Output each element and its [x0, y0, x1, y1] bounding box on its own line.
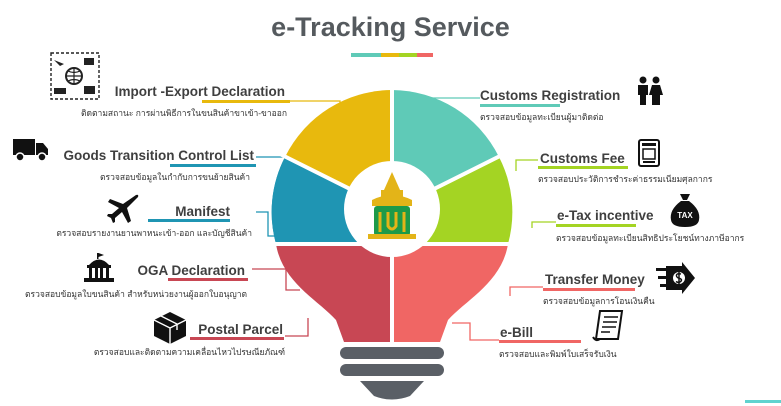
customs-fee-label[interactable]: Customs Fee — [540, 151, 625, 166]
svg-text:TAX: TAX — [677, 211, 693, 220]
page-title: e-Tracking Service — [271, 12, 510, 42]
people-icon — [638, 76, 663, 105]
goods-transition-label[interactable]: Goods Transition Control List — [63, 148, 255, 163]
bulb-base-ring-1 — [340, 347, 444, 359]
import-export-icon — [50, 52, 100, 100]
government-building-icon — [84, 253, 114, 282]
e-tax-incentive-desc: ตรวจสอบข้อมูลทะเบียนสิทธิประโยชน์ทางภาษี… — [556, 233, 745, 243]
invoice-icon — [638, 139, 660, 167]
title-underline — [351, 53, 433, 57]
oga-declaration-desc: ตรวจสอบข้อมูลใบขนสินค้า สำหรับหน่วยงานผู… — [24, 289, 247, 299]
parcel-box-icon — [153, 312, 187, 344]
postal-parcel-label[interactable]: Postal Parcel — [198, 322, 283, 337]
import-export-desc: ติดตามสถานะ การผ่านพิธีการในขนสินค้าขาเข… — [81, 108, 287, 118]
airplane-icon — [107, 194, 139, 223]
goods-transition-desc: ตรวจสอบข้อมูลในกำกับการขนย้ายสินค้า — [100, 172, 250, 182]
e-tax-incentive-label[interactable]: e-Tax incentive — [557, 208, 654, 223]
bulb-base-ring-2 — [340, 364, 444, 376]
bulb-base-tip — [360, 381, 424, 400]
transfer-money-desc: ตรวจสอบข้อมูลการโอนเงินคืน — [543, 296, 655, 306]
import-export-label[interactable]: Import -Export Declaration — [114, 84, 285, 99]
bulb-salmon-segment — [392, 244, 508, 342]
truck-icon — [13, 139, 48, 162]
decorative-line — [745, 400, 781, 403]
manifest-desc: ตรวจสอบรายงานยานพาหนะเข้า-ออก และบัญชีสิ… — [56, 228, 252, 238]
tax-bag-icon: TAX — [670, 194, 700, 227]
manifest-label[interactable]: Manifest — [175, 204, 230, 219]
customs-emblem-icon — [368, 172, 416, 239]
customs-fee-desc: ตรวจสอบประวัติการชำระค่าธรรมเนียมศุลกากร — [538, 174, 713, 184]
customs-registration-desc: ตรวจสอบข้อมูลทะเบียนผู้มาติดต่อ — [480, 112, 604, 122]
transfer-money-label[interactable]: Transfer Money — [545, 272, 645, 287]
customs-registration-label[interactable]: Customs Registration — [480, 88, 621, 103]
postal-parcel-desc: ตรวจสอบและติดตามความเคลื่อนไหวไปรษณียภัณ… — [93, 347, 285, 357]
receipt-icon — [592, 310, 624, 342]
bulb-red-segment — [276, 244, 392, 342]
e-bill-label[interactable]: e-Bill — [500, 325, 534, 340]
e-bill-desc: ตรวจสอบและพิมพ์ใบเสร็จรับเงิน — [499, 349, 617, 359]
oga-declaration-label[interactable]: OGA Declaration — [137, 263, 245, 278]
money-transfer-icon — [656, 262, 695, 294]
